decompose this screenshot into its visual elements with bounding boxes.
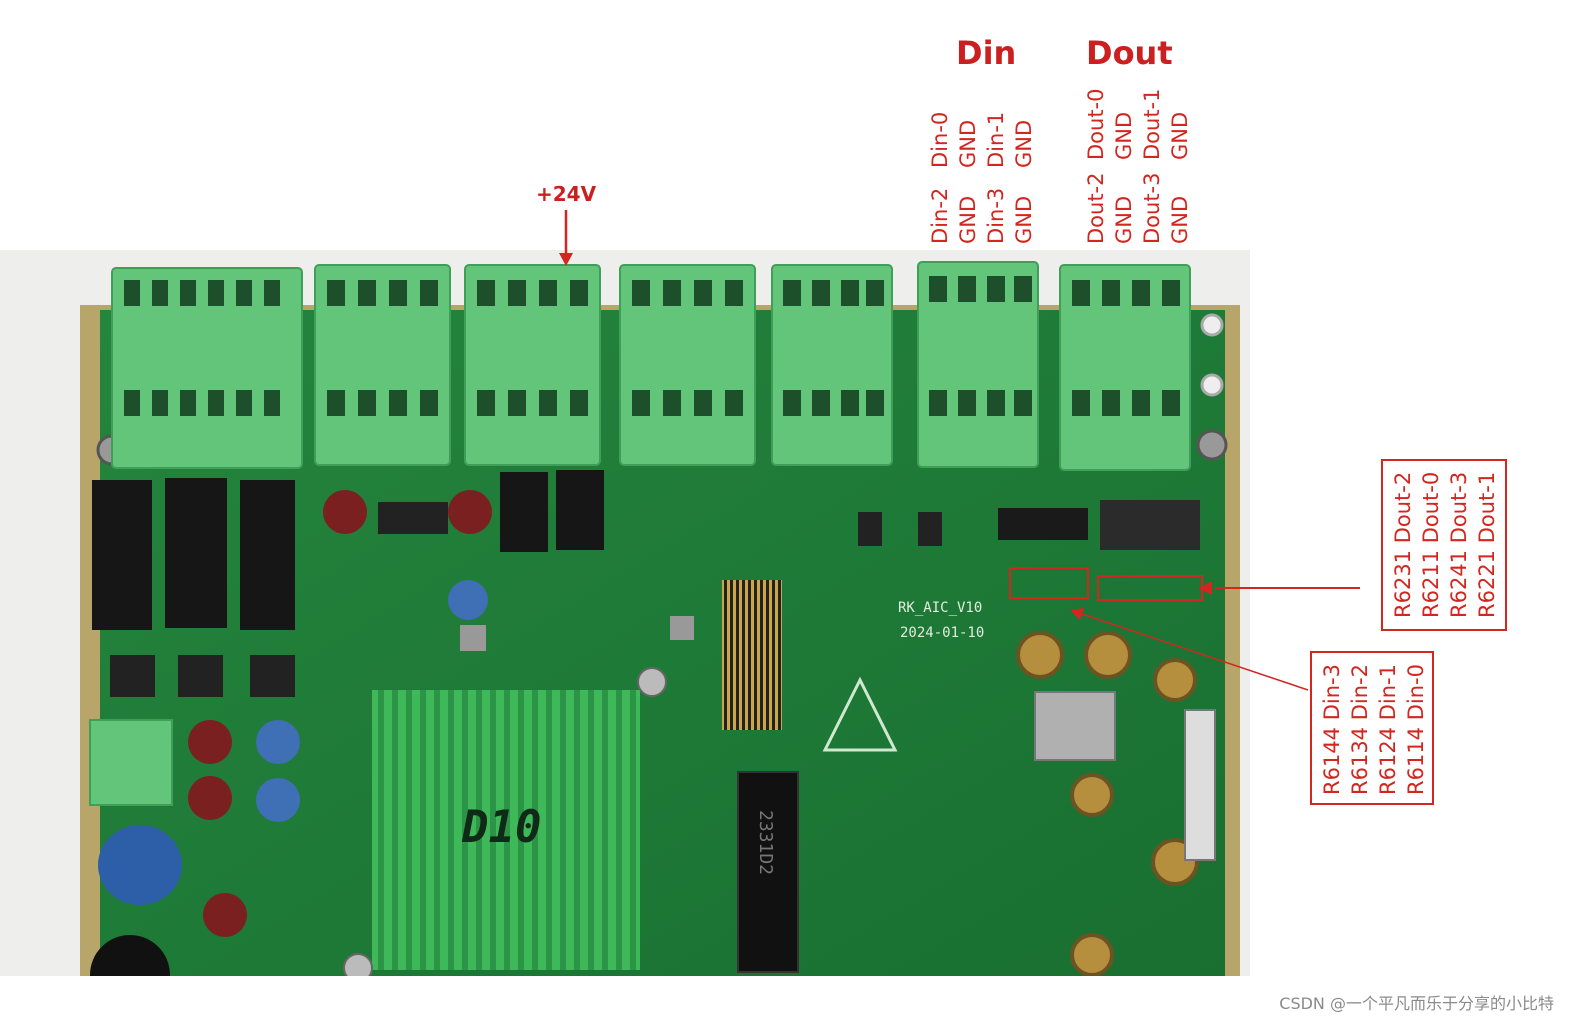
din-row2-1: GND (956, 195, 980, 244)
dout-row2-3: GND (1168, 195, 1192, 244)
dout-row2-0: Dout-2 (1084, 172, 1108, 244)
dout-row1-3: GND (1168, 111, 1192, 160)
din-row1-2: Din-1 (984, 111, 1008, 168)
silk-date: 2024-01-10 (900, 625, 984, 641)
din-resistor-3: R6114 Din-0 (1404, 664, 1428, 795)
din-row1-1: GND (956, 119, 980, 168)
dout-row2-2: Dout-3 (1140, 172, 1164, 244)
watermark: CSDN @一个平凡而乐于分享的小比特 (1279, 994, 1554, 1013)
chip-mark: 2331D2 (755, 810, 776, 875)
annotation-arrows (1070, 581, 1360, 691)
din-row2-3: GND (1012, 195, 1036, 244)
din-arrow (1081, 613, 1309, 691)
power-label: +24V (536, 182, 597, 206)
din-row2-0: Din-2 (928, 187, 952, 244)
dout-resistor-3: R6221 Dout-1 (1475, 471, 1499, 618)
dout-title: Dout (1086, 34, 1173, 72)
dout-resistor-box (1381, 459, 1507, 631)
power-arrow (559, 210, 573, 266)
din-row1-3: GND (1012, 119, 1036, 168)
dout-resistor-2: R6241 Dout-3 (1447, 471, 1471, 618)
pcb-photo: RK_AIC_V10 2024-01-10 D10 2331D2 (0, 250, 1250, 976)
dout-row1-1: GND (1112, 111, 1136, 160)
din-row2-2: Din-3 (984, 187, 1008, 244)
din-resistor-box (1310, 651, 1434, 805)
silk-name: RK_AIC_V10 (898, 600, 982, 616)
heatsink-mark: D10 (461, 802, 541, 853)
dout-row1-0: Dout-0 (1084, 88, 1108, 160)
din-row1-0: Din-0 (928, 111, 952, 168)
dout-row2-1: GND (1112, 195, 1136, 244)
dout-resistor-0: R6231 Dout-2 (1391, 471, 1415, 618)
din-title: Din (956, 34, 1017, 72)
dout-row1-2: Dout-1 (1140, 88, 1164, 160)
dout-resistor-1: R6211 Dout-0 (1419, 471, 1443, 618)
